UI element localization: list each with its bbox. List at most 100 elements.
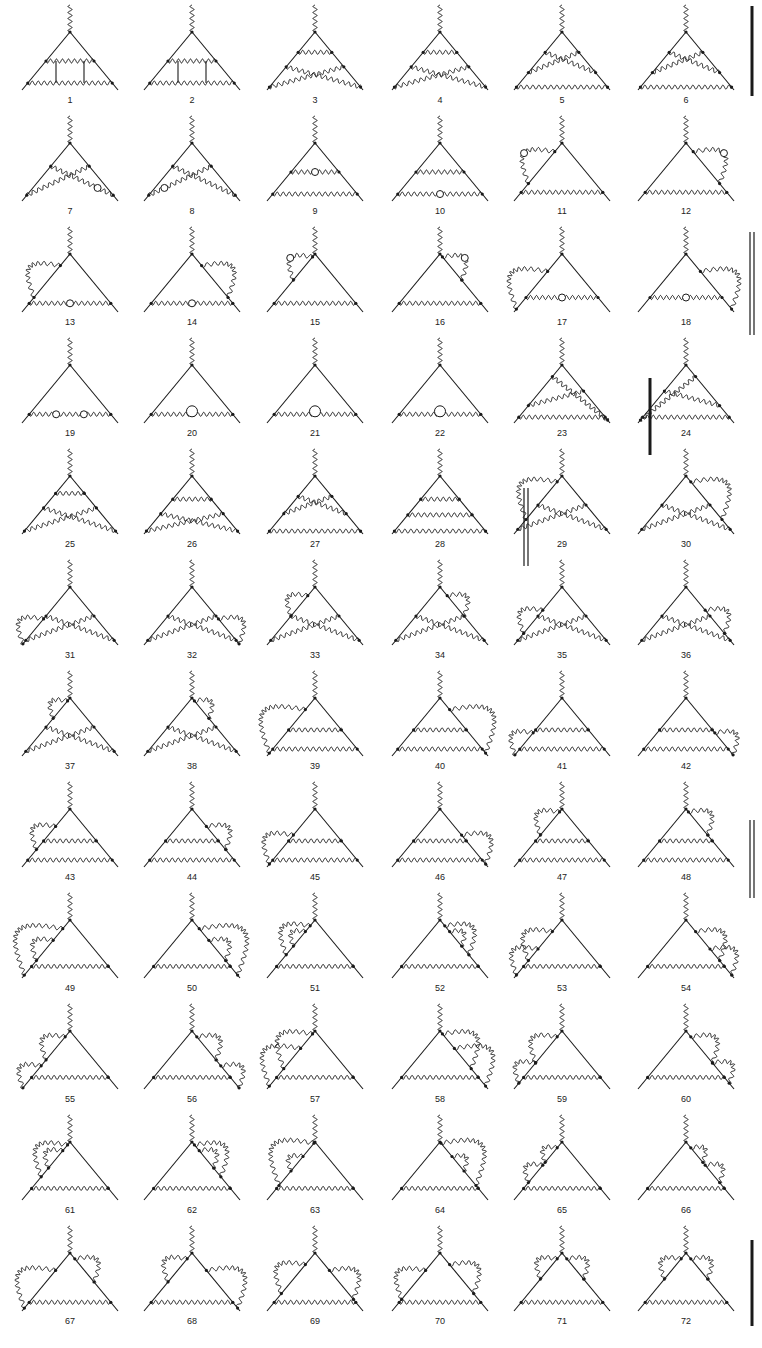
vertex-dot [292,834,295,837]
vertex-dot [729,528,732,531]
photon-arc [286,1153,303,1170]
vertex-dot [297,495,300,498]
fermion-line [638,587,686,645]
vertex-dot [214,59,217,62]
photon-line [411,66,486,88]
photon-line [644,858,728,862]
fermion-line [144,698,192,756]
photon-line [648,1075,725,1079]
vertex-dot [546,270,549,273]
photon-line [68,449,72,476]
vertex-dot [352,965,355,968]
fermion-line [144,920,192,978]
vertex-dot [273,413,276,416]
fermion-line [514,143,562,201]
vertex-dot [701,51,704,54]
diagram-number: 30 [681,539,691,550]
vertex-dot [289,1169,292,1172]
photon-line [684,1004,688,1031]
photon-line [645,1300,727,1304]
vertex-dot [450,1155,453,1158]
vertex-dot [556,1035,559,1038]
vertex-dot [422,51,425,54]
vertex-dot [599,1187,602,1190]
photon-line [68,1004,72,1031]
photon-arc [516,477,557,519]
vertex-diagram [22,5,118,90]
photon-line [190,1004,194,1031]
vertex-dot [484,86,487,89]
photon-line [190,449,194,476]
vertex-dot [534,728,537,731]
vertex-diagram [144,1226,247,1311]
diagram-number: 17 [557,317,567,328]
vertex-diagram [267,449,363,534]
photon-line [660,839,713,843]
fermion-line [514,1142,562,1200]
photon-line [190,5,194,32]
photon-line [560,782,564,809]
photon-arc [705,607,731,635]
vertex-dot [354,302,357,305]
vertex-dot [271,192,274,195]
vertex-dot [92,59,95,62]
vertex-dot [224,959,227,962]
fermion-line [514,920,562,978]
group-bar [649,378,652,455]
photon-arc [197,1033,223,1061]
diagram-number: 52 [435,983,445,994]
vertex-dot [723,1187,726,1190]
vertex-dot [282,512,285,515]
vertex-dot [147,194,150,197]
vertex-dot [354,1301,357,1304]
diagram-number: 32 [187,650,197,661]
vertex-dot [642,747,645,750]
vertex-dot [718,71,721,74]
vertex-dot [560,141,563,144]
photon-arc [534,1255,557,1278]
vertex-dot [313,363,316,366]
photon-line [68,671,72,698]
vertex-dot [271,747,274,750]
vertex-dot [556,1257,559,1260]
photon-arc [17,1062,41,1088]
vertex-dot [660,614,663,617]
vertex-dot [166,725,169,728]
vertex-dot [304,708,307,711]
vertex-dot [356,747,359,750]
vertex-dot [159,512,162,515]
photon-line [154,1186,231,1190]
vertex-dot [26,81,29,84]
vertex-dot [438,585,441,588]
vertex-diagram [392,1004,495,1089]
photon-line [684,1115,688,1142]
fermion-line [638,365,686,423]
vertex-diagram [514,116,610,201]
vertex-dot [438,141,441,144]
vertex-dot [54,492,57,495]
diagram-number: 64 [435,1205,445,1216]
diagram-number: 57 [310,1094,320,1105]
vertex-diagram [16,560,118,645]
vertex-dot [229,965,232,968]
fermion-line [55,61,56,83]
fermion-line [440,476,488,534]
vertex-dot [684,1029,687,1032]
fermion-line [144,254,192,312]
fermion-line [514,365,562,423]
vertex-dot [313,918,316,921]
photon-line [560,671,564,698]
photon-line [684,116,688,143]
vertex-dot [601,191,604,194]
vertex-dot [725,191,728,194]
vertex-dot [313,1029,316,1032]
vertex-dot [640,639,643,642]
photon-line [684,1226,688,1253]
fermion-line [267,254,315,312]
vertex-dot [59,264,62,267]
vertex-dot [565,1257,568,1260]
vertex-dot [424,1269,427,1272]
diagram-number: 13 [65,317,75,328]
vertex-dot [52,939,55,942]
vertex-dot [49,165,52,168]
